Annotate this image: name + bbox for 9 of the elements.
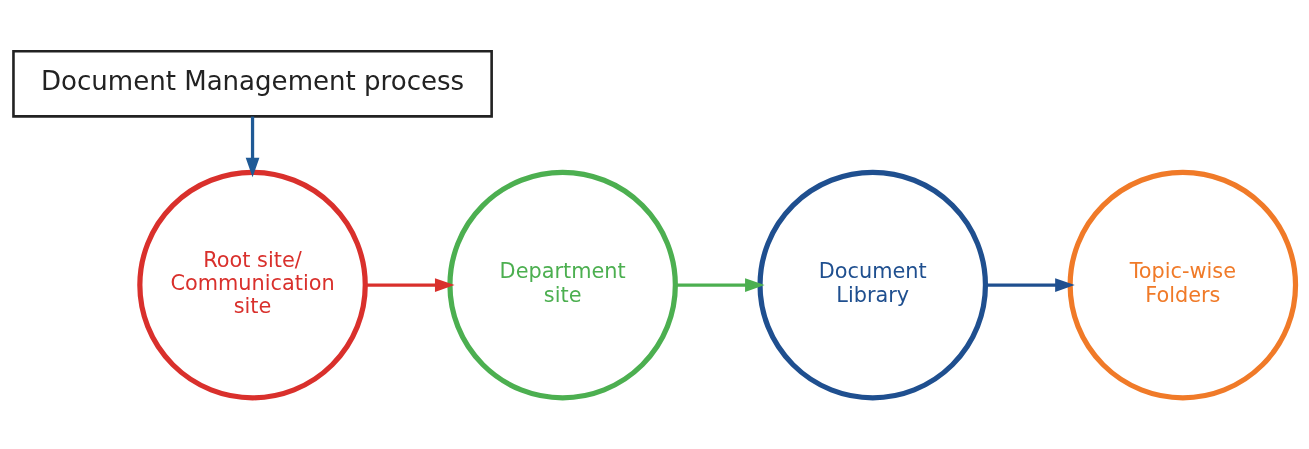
- node-circle: Topic-wise Folders: [1067, 169, 1299, 401]
- node-circle: Root site/ Communication site: [137, 169, 368, 401]
- node-circle: Document Library: [757, 169, 989, 401]
- arrow: [245, 116, 260, 178]
- node-box: Document Management process: [12, 49, 493, 118]
- arrow: [365, 278, 455, 292]
- node-circle: Department site: [447, 169, 678, 401]
- arrow: [986, 278, 1075, 292]
- arrow: [675, 278, 765, 292]
